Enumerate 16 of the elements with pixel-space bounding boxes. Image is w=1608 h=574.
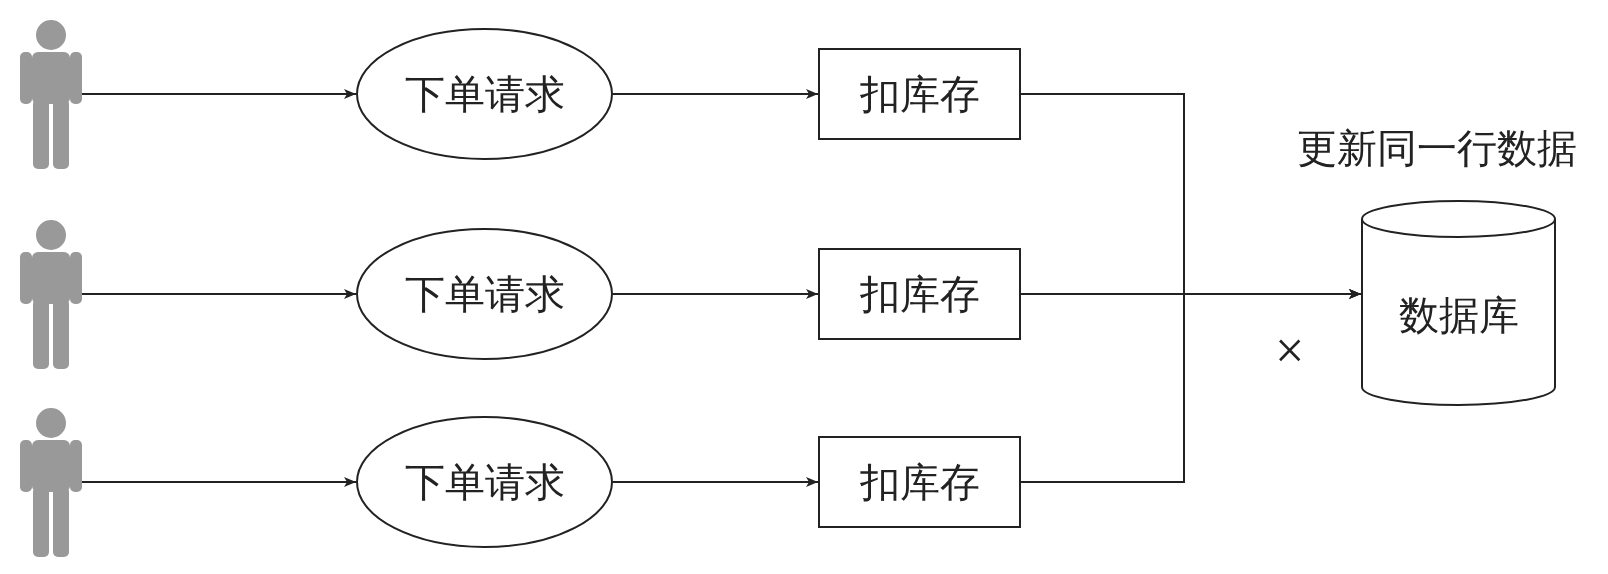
ellipse-label: 下单请求: [404, 270, 565, 319]
arrow: [612, 477, 819, 487]
arrow: [612, 289, 819, 299]
cylinder-label: 数据库: [1398, 291, 1519, 340]
process-box: 扣库存: [818, 436, 1021, 528]
ellipse-label: 下单请求: [404, 70, 565, 119]
arrow: [612, 89, 819, 99]
ellipse-label: 下单请求: [404, 458, 565, 507]
process-box: 扣库存: [818, 248, 1021, 340]
arrow: [1020, 289, 1362, 483]
cross-mark: ×: [1275, 325, 1305, 377]
caption-text: 更新同一行数据: [1297, 125, 1577, 173]
arrow: [79, 289, 357, 299]
arrow: [79, 477, 357, 487]
process-box: 扣库存: [818, 48, 1021, 140]
arrow: [79, 89, 357, 99]
